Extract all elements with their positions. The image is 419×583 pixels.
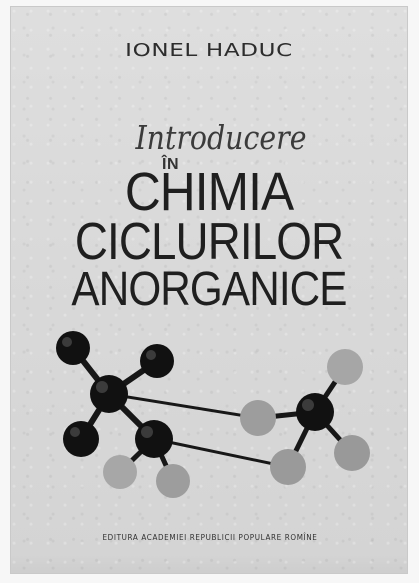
book-preposition: ÎN <box>162 156 179 173</box>
book-cover: IONEL HADUC Introducere ÎN CHIMIA CICLUR… <box>10 6 408 574</box>
publisher-text: EDITURA ACADEMIEI REPUBLICII POPULARE RO… <box>102 533 318 542</box>
molecule-highlights <box>62 337 314 438</box>
dark-atom <box>140 344 174 378</box>
atom-highlight <box>302 399 314 411</box>
bond-line <box>107 392 260 420</box>
molecule-atoms <box>56 331 370 498</box>
atom-highlight <box>146 350 156 360</box>
light-atom <box>270 449 306 485</box>
dark-atom <box>296 393 334 431</box>
dark-atom <box>63 421 99 457</box>
book-title-line-1: CHIMIA <box>124 162 294 222</box>
book-title-line-2: CICLURILOR <box>74 213 344 271</box>
dark-atom <box>56 331 90 365</box>
light-atom <box>156 464 190 498</box>
atom-highlight <box>141 426 153 438</box>
atom-highlight <box>96 381 108 393</box>
atom-highlight <box>62 337 72 347</box>
bond-line <box>152 437 290 469</box>
dark-atom <box>90 375 128 413</box>
atom-highlight <box>70 427 80 437</box>
light-atom <box>240 400 276 436</box>
dark-atom <box>135 420 173 458</box>
book-subtitle: Introducere <box>135 118 307 157</box>
author-name: IONEL HADUC <box>125 40 293 61</box>
light-atom <box>103 455 137 489</box>
molecule-illustration <box>56 331 370 498</box>
light-atom <box>327 349 363 385</box>
light-atom <box>334 435 370 471</box>
book-title-line-3: ANORGANICE <box>71 263 347 316</box>
